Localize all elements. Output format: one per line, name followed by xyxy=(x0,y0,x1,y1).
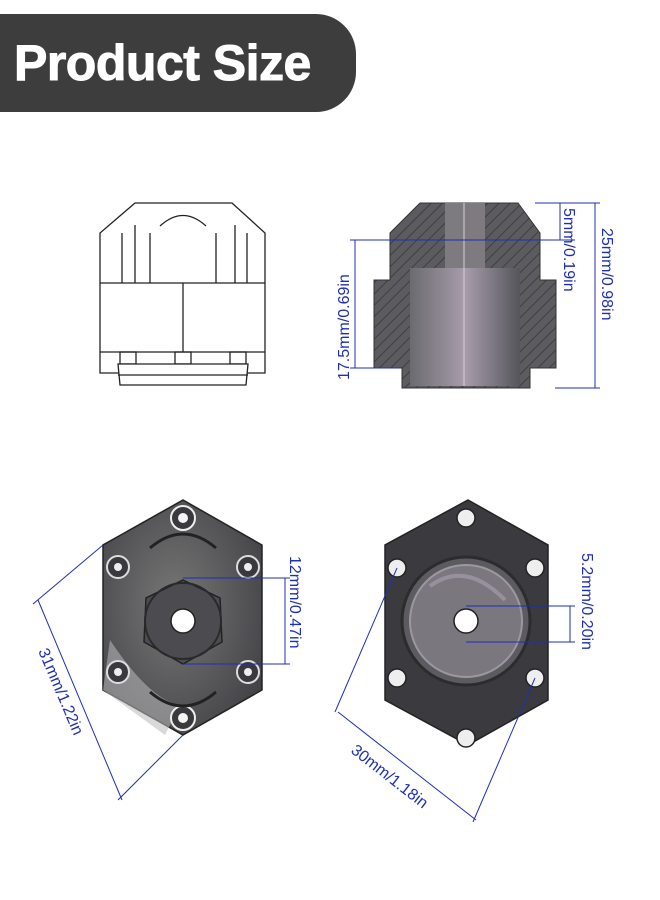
dim-hex-bore-label: 12mm/0.47in xyxy=(286,556,303,649)
page-title: Product Size xyxy=(14,35,312,92)
dim-hex-width-front-label: 31mm/1.22in xyxy=(34,646,86,738)
dim-step-depth-label: 5mm/0.19in xyxy=(560,208,577,292)
hex-back-view xyxy=(384,499,549,748)
dim-height-inner-label: 17.5mm/0.69in xyxy=(336,274,353,380)
dimension-lines-hex-back xyxy=(334,567,575,823)
title-banner: Product Size xyxy=(0,14,356,112)
hex-front-view xyxy=(102,499,263,736)
side-view-line-drawing xyxy=(99,202,266,386)
dim-height-total-label: 25mm/0.98in xyxy=(598,228,615,321)
dimension-lines-hex-front xyxy=(32,544,290,801)
cross-section-view xyxy=(373,202,557,389)
dimension-lines-section xyxy=(350,202,600,389)
dim-center-hole-label: 5.2mm/0.20in xyxy=(578,553,595,650)
